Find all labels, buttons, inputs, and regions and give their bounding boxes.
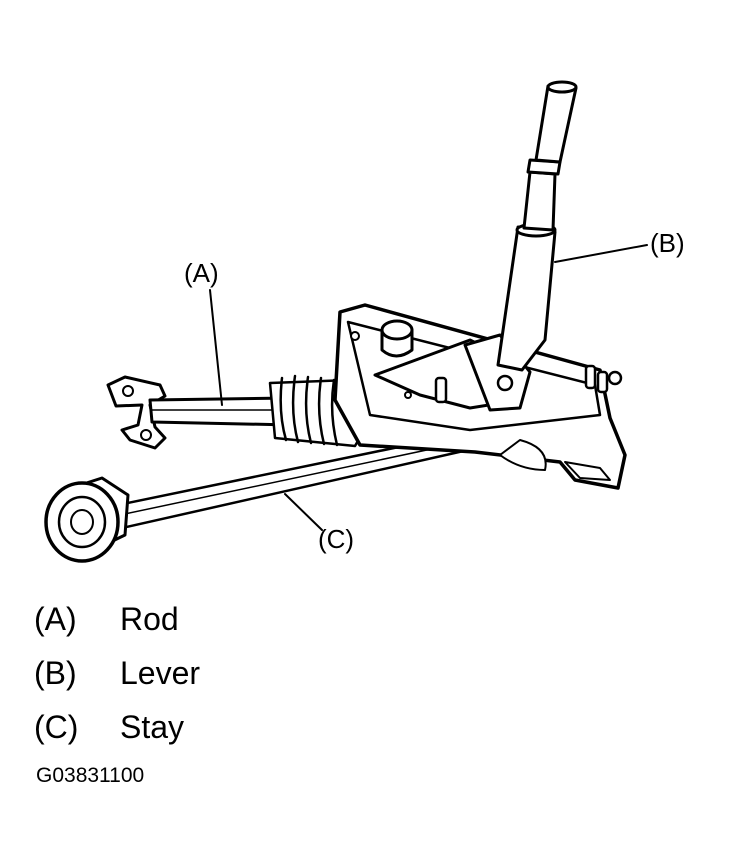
rod-end-bracket [106, 375, 167, 450]
pins [434, 364, 623, 404]
cap-nut [380, 319, 414, 358]
legend-key: (B) [34, 654, 77, 691]
legend-key: (C) [34, 708, 79, 745]
legend-key: (A) [34, 600, 77, 637]
leader-line-b [554, 244, 648, 263]
legend-text: Rod [120, 600, 179, 637]
figure-code: G03831100 [36, 764, 145, 787]
leader-line-c [284, 493, 323, 531]
legend-text: Stay [120, 708, 185, 745]
legend-row-rod: (A) Rod [34, 592, 200, 646]
stay-bushing [44, 476, 130, 563]
shift-linkage-illustration [44, 80, 648, 563]
legend-row-lever: (B) Lever [34, 646, 200, 700]
legend-text: Lever [120, 654, 201, 691]
parts-legend: (A) Rod (B) Lever (C) Stay [34, 592, 200, 754]
leader-line-a [209, 289, 223, 406]
callout-c: (C) [318, 524, 355, 554]
shift-lever [496, 80, 578, 372]
callout-b: (B) [650, 228, 685, 258]
legend-row-stay: (C) Stay [34, 700, 200, 754]
callout-a: (A) [184, 258, 219, 288]
